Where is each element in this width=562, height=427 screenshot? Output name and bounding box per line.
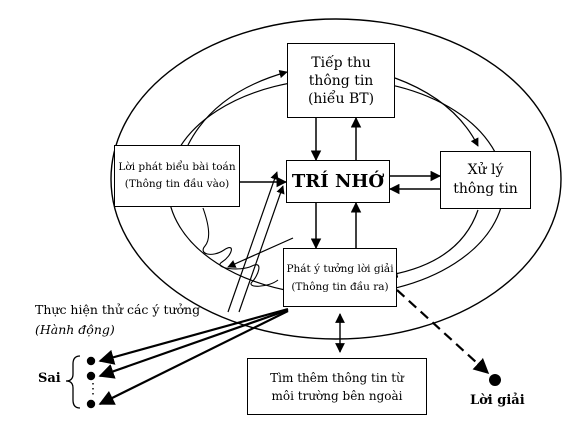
arrow-phatbieu-to-tiepthu: [187, 69, 288, 146]
tiep-thu-line1: Tiếp thu: [311, 54, 371, 71]
dashed-arrow-to-loi-giai: [396, 289, 490, 375]
box-tri-nho: TRÍ NHỚ: [286, 160, 390, 203]
sai-dot-3: [86, 399, 96, 409]
label-thuc-hien: Thực hiện thử các ý tưởng: [35, 302, 201, 317]
arrow-phat-to-phatbieu: [227, 237, 294, 268]
box-loi-phat-bieu: Lời phát biểu bài toán (Thông tin đầu và…: [114, 145, 240, 207]
tim-them-line1: Tìm thêm thông tin từ: [270, 370, 404, 385]
box-phat-y-tuong: Phát ý tưởng lời giải (Thông tin đầu ra): [283, 248, 397, 307]
box-tiep-thu: Tiếp thu thông tin (hiểu BT): [287, 43, 395, 118]
arrow-tiepthu-to-xuly: [394, 77, 479, 147]
arrow-to-sai-3: [98, 310, 289, 405]
xu-ly-line1: Xử lý: [467, 162, 504, 178]
sai-dot-1: [86, 356, 96, 366]
label-sai: Sai: [38, 371, 61, 386]
box-tim-them: Tìm thêm thông tin từ môi trường bên ngo…: [247, 358, 427, 415]
arrow-to-sai-1: [98, 307, 289, 365]
sai-dot-2: [86, 371, 96, 381]
arrow-to-sai-2: [98, 308, 289, 379]
arrow-xuly-to-phat: [389, 209, 479, 278]
tim-them-line2: môi trường bên ngoài: [271, 388, 403, 403]
xu-ly-line2: thông tin: [453, 181, 518, 197]
loi-phat-bieu-line2: (Thông tin đầu vào): [124, 178, 230, 190]
phat-y-tuong-line2: (Thông tin đầu ra): [291, 280, 389, 293]
label-ellipsis: ⋮: [86, 381, 100, 397]
tiep-thu-line2: thông tin: [308, 72, 374, 89]
loi-giai-dot: [489, 374, 501, 386]
sai-brace: [65, 355, 81, 409]
loi-phat-bieu-line1: Lời phát biểu bài toán: [118, 161, 236, 173]
box-xu-ly: Xử lý thông tin: [440, 151, 531, 209]
arrow-diag-2: [238, 185, 285, 313]
label-loi-giai: Lời giải: [470, 393, 525, 408]
phat-y-tuong-line1: Phát ý tưởng lời giải: [286, 262, 394, 275]
label-hanh-dong: (Hành động): [35, 322, 115, 337]
tri-nho-label: TRÍ NHỚ: [291, 171, 385, 192]
tiep-thu-line3: (hiểu BT): [307, 90, 375, 107]
wavy-line: [202, 207, 279, 287]
arrow-diag-1: [227, 171, 279, 313]
